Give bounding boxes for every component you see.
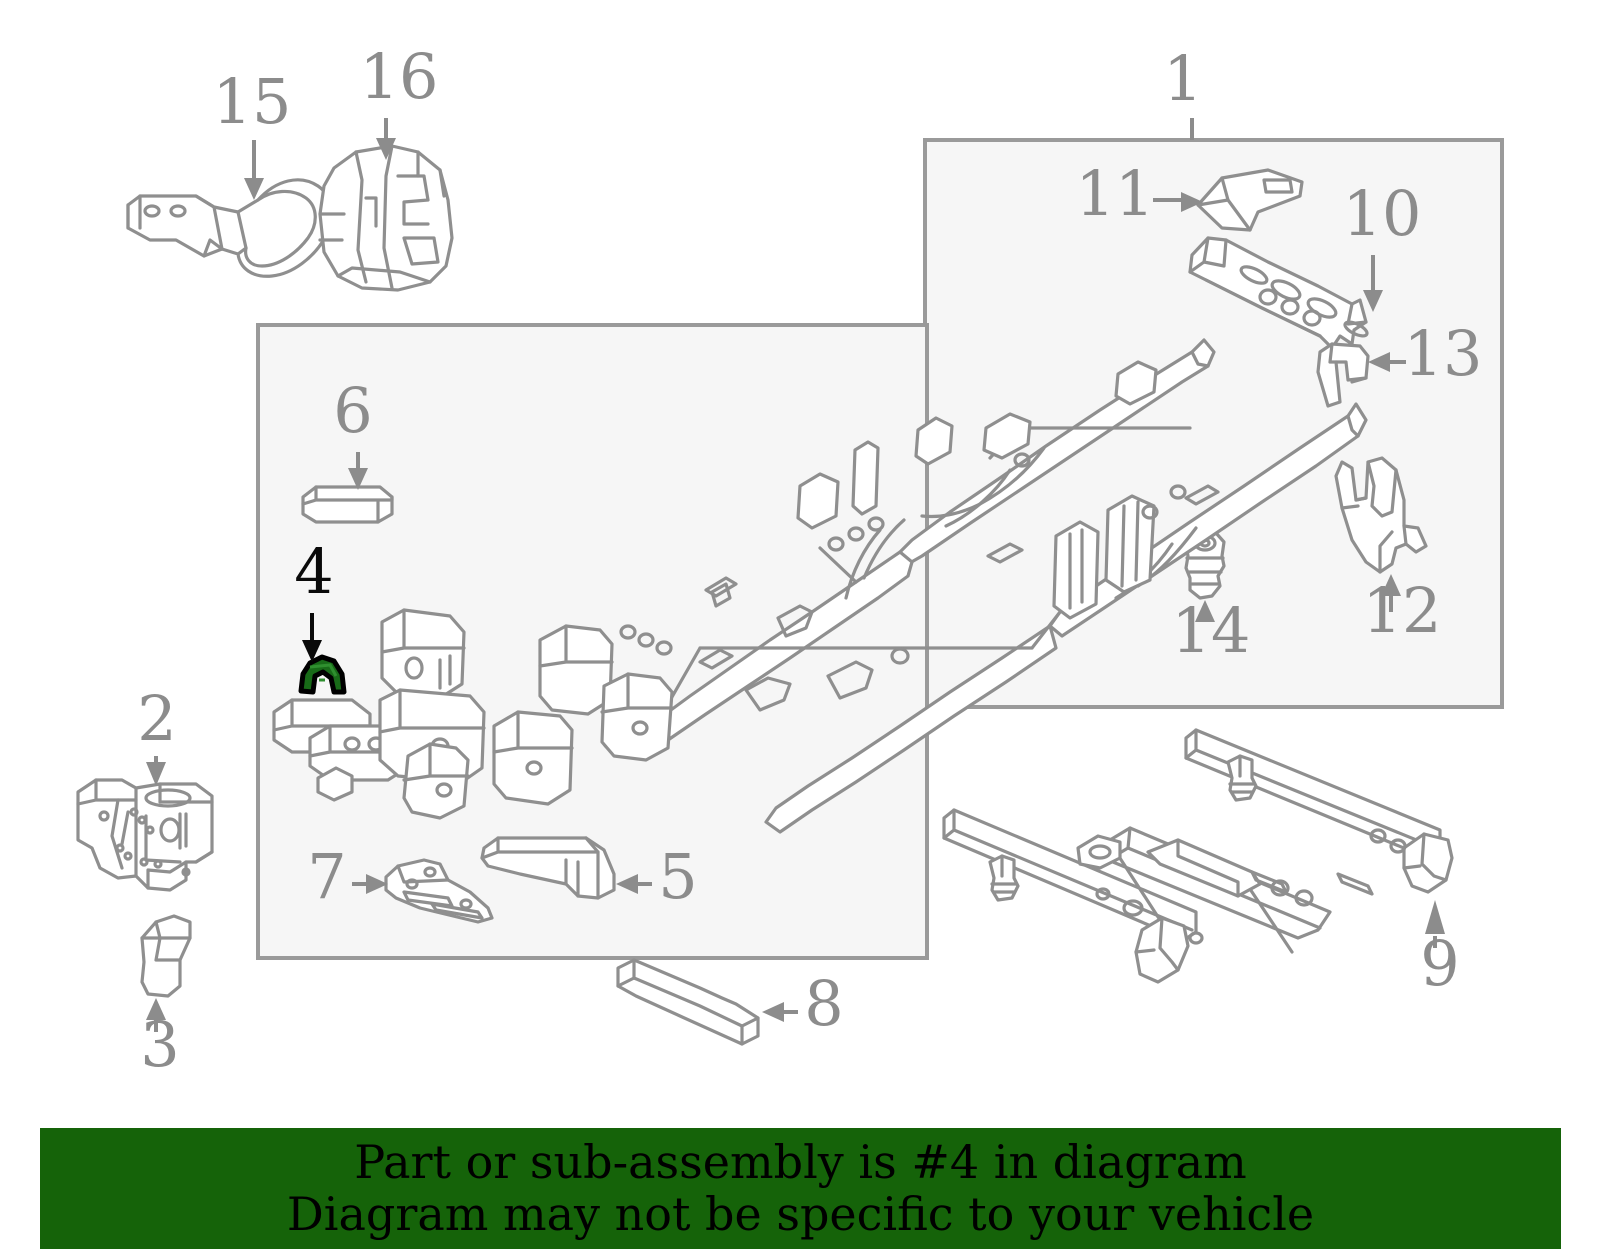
cast-housing-bracket	[318, 144, 454, 292]
callout-label-15: 15	[213, 65, 292, 138]
callout-arrow-4	[302, 640, 322, 662]
callout-13: 13	[1368, 317, 1482, 390]
callout-12: 12	[1363, 574, 1442, 647]
callout-label-1: 1	[1163, 42, 1202, 115]
callout-8: 8	[762, 967, 844, 1040]
perforated-crossmember	[1188, 236, 1369, 350]
callout-16: 16	[360, 40, 439, 160]
callout-arrow-3	[146, 998, 166, 1020]
callout-5: 5	[616, 840, 698, 913]
callout-arrow-7	[366, 874, 388, 894]
callout-label-5: 5	[658, 840, 697, 913]
callout-arrow-8	[762, 1002, 784, 1022]
callout-arrow-13	[1368, 352, 1390, 372]
small-wedge-bracket	[140, 914, 192, 998]
callout-label-11: 11	[1076, 157, 1155, 230]
callout-label-10: 10	[1343, 177, 1422, 250]
callout-arrow-14	[1195, 600, 1215, 622]
callout-label-7: 7	[307, 840, 346, 913]
callout-arrow-9	[1425, 900, 1445, 934]
perforated-strap	[384, 858, 494, 924]
callout-arrow-16	[376, 138, 396, 160]
small-tab-plate	[1196, 168, 1304, 232]
flat-shim-plate	[301, 485, 394, 524]
main-frame-assembly	[272, 338, 1368, 834]
callout-11: 11	[1076, 157, 1203, 230]
callout-arrow-11	[1181, 192, 1203, 212]
callout-label-16: 16	[360, 40, 439, 113]
forked-hanger-bracket	[1334, 456, 1428, 574]
loop-arm-bracket	[126, 178, 334, 278]
info-banner: Part or sub-assembly is #4 in diagram Di…	[40, 1128, 1561, 1249]
callout-15: 15	[213, 65, 292, 200]
callout-arrow-12	[1381, 574, 1401, 596]
crossmember-bar	[480, 836, 616, 900]
callout-label-9: 9	[1420, 927, 1459, 1000]
callout-label-13: 13	[1404, 317, 1483, 390]
callout-7: 7	[307, 840, 388, 913]
callout-label-2: 2	[137, 682, 176, 755]
callout-label-12: 12	[1363, 574, 1442, 647]
callout-label-8: 8	[804, 967, 843, 1040]
callout-label-4: 4	[294, 535, 333, 608]
callout-arrow-15	[244, 178, 264, 200]
callout-1: 1	[1163, 42, 1203, 140]
callout-label-6: 6	[333, 374, 372, 447]
callout-2: 2	[137, 682, 177, 786]
rear-frame-assembly	[942, 728, 1454, 984]
callout-arrow-10	[1363, 290, 1383, 312]
banner-line-2: Diagram may not be specific to your vehi…	[286, 1186, 1315, 1241]
arch-saddle-bracket[interactable]	[298, 654, 347, 695]
callout-4: 4	[294, 535, 334, 662]
long-flat-rail	[616, 958, 760, 1046]
callout-9: 9	[1420, 900, 1460, 1000]
hook-clip	[1316, 342, 1370, 408]
callout-arrow-5	[616, 874, 638, 894]
front-crossmember-bracket	[76, 778, 214, 892]
callout-arrow-2	[146, 762, 166, 786]
callout-3: 3	[140, 998, 180, 1081]
banner-line-1: Part or sub-assembly is #4 in diagram	[354, 1134, 1247, 1189]
callout-label-14: 14	[1172, 594, 1251, 667]
callout-14: 14	[1172, 594, 1251, 667]
callout-label-3: 3	[140, 1008, 179, 1081]
callout-6: 6	[333, 374, 373, 490]
callout-arrow-6	[348, 468, 368, 490]
callout-10: 10	[1343, 177, 1422, 312]
